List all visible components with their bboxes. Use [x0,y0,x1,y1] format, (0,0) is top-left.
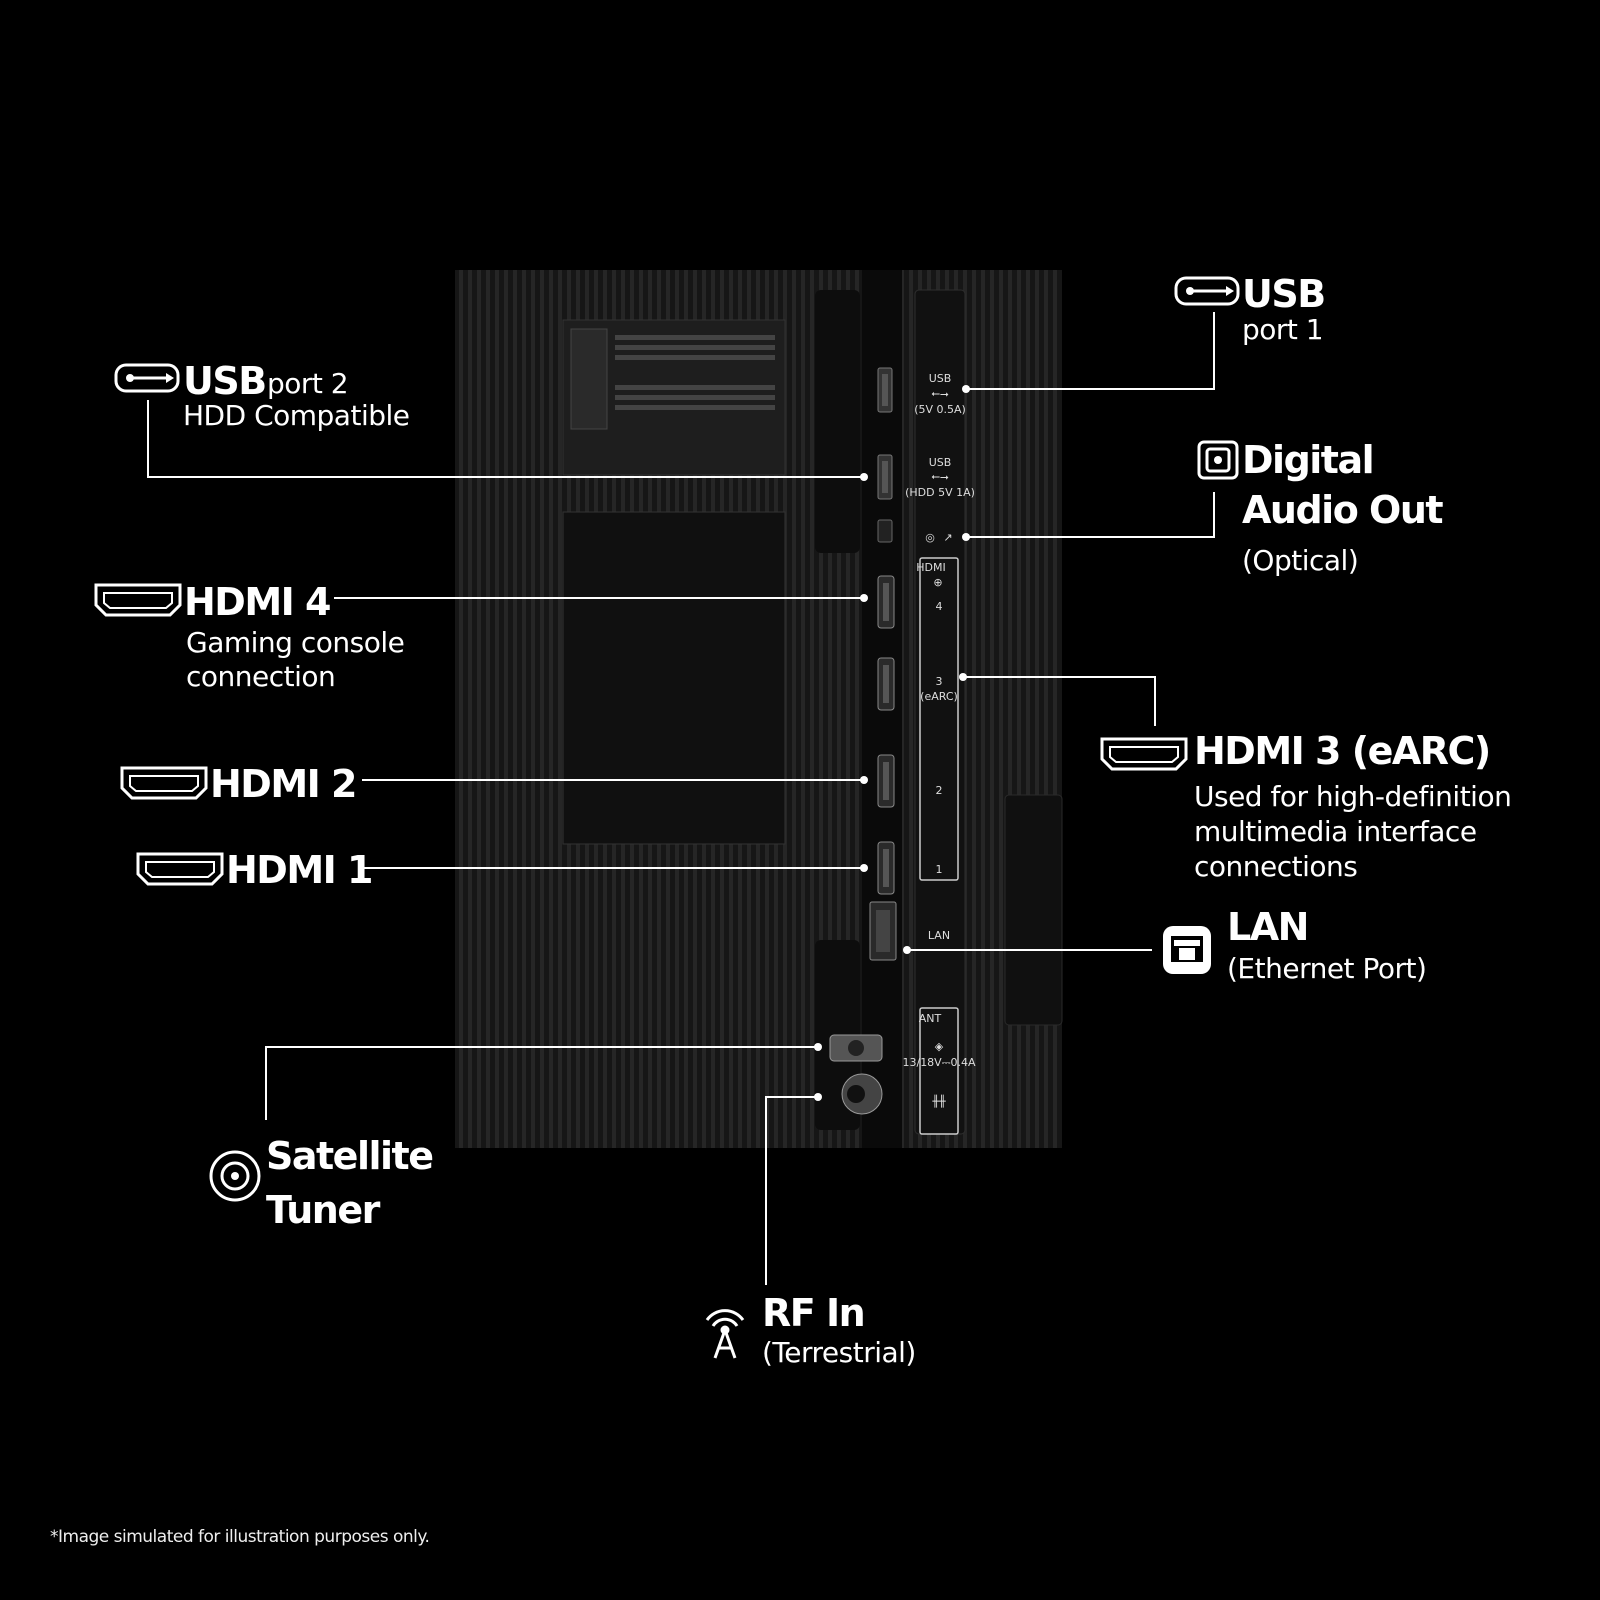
leader-optical [966,492,1215,538]
satellite-icon [209,1150,261,1202]
panel-port-1: 1 [936,863,943,876]
optical-subtitle: (Optical) [1242,544,1359,577]
panel-satellite-icon: ◈ [935,1040,944,1053]
rf-connector [841,1073,883,1115]
leader-usb1 [966,312,1215,390]
lan-subtitle: (Ethernet Port) [1227,952,1427,985]
usb-icon [1174,276,1240,306]
panel-port-2: 2 [936,784,943,797]
leader-satellite [265,1046,818,1120]
antenna-icon [705,1309,745,1359]
optical-title-line2: Audio Out [1242,488,1444,532]
usb-icon [114,363,180,393]
panel-hdmi-header: HDMI [916,561,945,574]
hdmi-icon [136,852,224,886]
panel-usb-bottom-label: USB [929,456,952,469]
panel-antenna-icon: ╫╫ [931,1094,946,1108]
usb1-title: USB [1242,272,1326,316]
cover-plate [562,511,786,845]
hdmi-icon [1100,737,1188,771]
rf-subtitle: (Terrestrial) [762,1336,916,1369]
panel-ant-header: ANT [919,1012,942,1025]
lan-title: LAN [1227,905,1309,949]
lan-port [869,901,897,961]
hdmi3-subtitle-line2: multimedia interface [1194,815,1477,848]
panel-usb-top-label: USB [929,372,952,385]
hdmi4-title: HDMI 4 [184,580,331,624]
usb2-title-suffix: port 2 [267,367,349,400]
usb2-title: USB [183,359,267,403]
satellite-connector [829,1034,883,1062]
hdmi4-subtitle-line1: Gaming console [186,626,405,659]
hdmi-icon [94,583,182,617]
hdmi3-subtitle-line1: Used for high-definition [1194,780,1512,813]
panel-port-4: 4 [936,600,943,613]
usb-port-bottom [877,454,893,500]
hdmi-port-1 [877,841,895,895]
hdmi1-title: HDMI 1 [226,848,373,892]
hdmi-port-3 [877,657,895,711]
panel-usb-bottom-icon: ⭠⭢ [931,470,949,483]
sticker-text-lines [615,335,775,410]
leader-usb2 [147,400,864,478]
hdmi3-subtitle-line3: connections [1194,850,1358,883]
hdmi4-subtitle-line2: connection [186,660,336,693]
optical-icon [1197,440,1239,480]
hdmi2-title: HDMI 2 [210,762,357,806]
satellite-title-line1: Satellite [266,1134,434,1178]
panel-optical-icon: ◎ [925,531,935,544]
lan-icon [1163,926,1211,974]
hdmi-port-2 [877,754,895,808]
satellite-title-line2: Tuner [266,1188,380,1232]
leader-rf [765,1096,818,1285]
panel-lan: LAN [928,929,950,942]
usb-port-top [877,367,893,413]
leader-lines [147,312,1215,1285]
panel-usb-top-rating: (5V 0.5A) [914,403,966,416]
hdmi-port-4 [877,575,895,629]
usb2-subtitle: HDD Compatible [183,399,410,432]
panel-port-3-sub: (eARC) [920,690,958,703]
panel-port-3: 3 [936,675,943,688]
optical-title-line1: Digital [1242,438,1375,482]
hdmi3-title: HDMI 3 (eARC) [1194,729,1491,773]
footnote: *Image simulated for illustration purpos… [50,1527,430,1547]
usb1-subtitle: port 1 [1242,313,1324,346]
panel-usb-bottom-rating: (HDD 5V 1A) [905,486,975,499]
rf-title: RF In [762,1291,866,1335]
panel-output-icon: ↗ [943,531,952,544]
panel-gamepad-icon: ⊕ [933,576,942,589]
panel-usb-top-icon: ⭠⭢ [931,387,949,400]
panel-ant-rating: 13/18V⎓0.4A [902,1056,975,1069]
optical-port [877,519,893,543]
hdmi-icon [120,766,208,800]
leader-hdmi3 [963,676,1156,726]
